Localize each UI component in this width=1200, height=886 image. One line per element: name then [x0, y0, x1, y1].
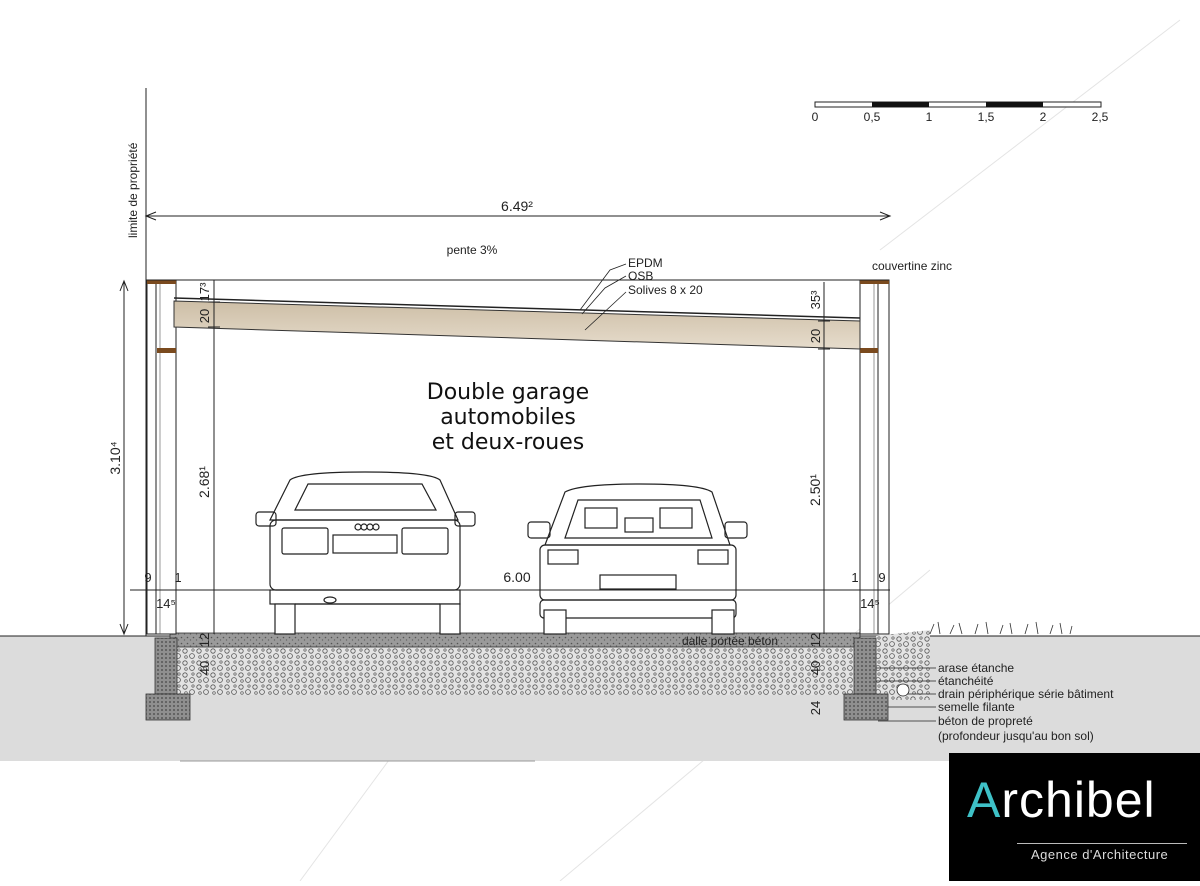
- grass: [929, 621, 1073, 635]
- roof-layer-label: Solives 8 x 20: [628, 283, 703, 297]
- logo-divider: [1017, 843, 1187, 844]
- car-sedan: [255, 471, 476, 635]
- left-clear-height-label: 2.68¹: [196, 466, 212, 498]
- scale-tick: 2,5: [1092, 110, 1109, 124]
- roof-leaders: [579, 263, 627, 331]
- car-hatchback: [527, 483, 748, 635]
- property-limit-label: limite de propriété: [126, 142, 140, 238]
- company-logo: Archibel Agence d'Architecture: [949, 753, 1200, 881]
- scale-tick: 0,5: [864, 110, 881, 124]
- left-gap-dim: 1: [174, 570, 181, 585]
- gravel-bed: [170, 647, 860, 695]
- foundation-label: étanchéité: [938, 674, 994, 688]
- foundation-label: (profondeur jusqu'au bon sol): [938, 729, 1094, 743]
- right-sill-dim: 14⁵: [860, 596, 880, 611]
- right-beam-dim: 20: [808, 329, 823, 343]
- slope-label: pente 3%: [447, 243, 498, 257]
- logo-accent-letter: A: [967, 772, 1002, 828]
- room-title-line: automobiles: [440, 405, 576, 430]
- vertical-dims: [119, 279, 890, 636]
- roof-layer-label: OSB: [628, 269, 653, 283]
- room-title-line: Double garage: [427, 380, 589, 405]
- foundation-label: drain périphérique série bâtiment: [938, 687, 1114, 701]
- logo-word-rest: rchibel: [1001, 772, 1156, 828]
- overall-width-dim: [144, 211, 892, 221]
- room-title-line: et deux-roues: [432, 430, 585, 455]
- scale-bar: 0 0,5 1 1,5 2 2,5: [812, 101, 1109, 124]
- right-foundation-dim: 40: [808, 661, 823, 675]
- left-wall: [146, 279, 177, 635]
- roof-joists: [173, 300, 861, 350]
- left-footing: [145, 693, 191, 721]
- right-foundation-wall: [853, 637, 877, 695]
- left-wall-dim: 9: [144, 570, 151, 585]
- scale-tick: 0: [812, 110, 819, 124]
- right-slab-dim: 12: [808, 633, 823, 647]
- left-sill-dim: 14⁵: [156, 596, 176, 611]
- right-footing-dim: 24: [808, 701, 823, 715]
- left-foundation-dim: 40: [197, 661, 212, 675]
- left-foundation-wall: [154, 637, 178, 695]
- logo-tagline: Agence d'Architecture: [1031, 847, 1169, 862]
- right-footing: [843, 693, 889, 721]
- coping-label: couvertine zinc: [872, 259, 952, 273]
- right-top-dim: 35³: [808, 290, 823, 309]
- left-top-dim: 17³: [197, 282, 212, 301]
- foundation-leaders: [876, 667, 936, 722]
- scale-tick: 1: [926, 110, 933, 124]
- scale-tick: 1,5: [978, 110, 995, 124]
- logo-wordmark: Archibel: [967, 775, 1156, 825]
- backfill-gravel: [876, 630, 930, 700]
- left-beam-dim: 20: [197, 309, 212, 323]
- overall-width-label: 6.49²: [501, 198, 533, 214]
- right-wall-dim: 9: [878, 570, 885, 585]
- total-height-label: 3.10⁴: [107, 441, 123, 474]
- floor-label: dalle portée béton: [682, 634, 778, 648]
- foundation-label: béton de propreté: [938, 714, 1033, 728]
- scale-tick: 2: [1040, 110, 1047, 124]
- foundation-label: semelle filante: [938, 700, 1015, 714]
- foundation-label: arase étanche: [938, 661, 1014, 675]
- right-wall: [859, 279, 890, 635]
- roof-membrane: [173, 297, 861, 319]
- inner-width-label: 6.00: [503, 569, 530, 585]
- left-slab-dim: 12: [197, 633, 212, 647]
- roof-layer-label: EPDM: [628, 256, 663, 270]
- right-gap-dim: 1: [851, 570, 858, 585]
- property-limit: limite de propriété: [126, 88, 147, 640]
- right-clear-height-label: 2.50¹: [807, 474, 823, 506]
